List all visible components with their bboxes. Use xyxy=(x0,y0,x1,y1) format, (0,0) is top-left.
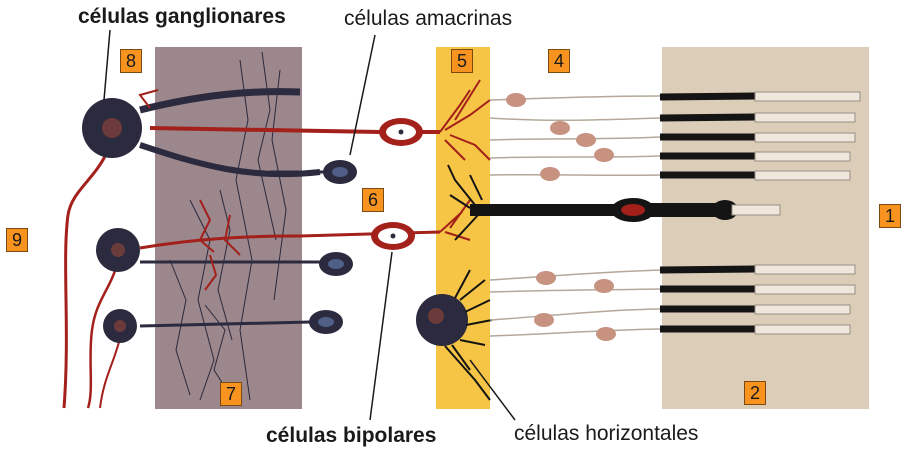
marker-9: 9 xyxy=(6,228,28,252)
rod-cells-lower xyxy=(489,264,856,341)
ganglion-axons xyxy=(62,149,123,409)
horizontal-cell xyxy=(416,269,493,401)
rod-cells-upper xyxy=(489,91,861,181)
amacrine-cell-1 xyxy=(379,79,491,161)
bipolar-cell-1 xyxy=(270,160,357,184)
label-bipolares: células bipolares xyxy=(266,424,437,447)
label-amacrinas: células amacrinas xyxy=(344,7,513,30)
marker-8: 8 xyxy=(120,49,142,73)
marker-4: 4 xyxy=(548,49,570,73)
inner-plexiform-band xyxy=(155,47,302,409)
marker-7: 7 xyxy=(220,382,242,406)
red-dendrites xyxy=(138,89,241,291)
leader-lines xyxy=(103,29,516,421)
marker-2: 2 xyxy=(744,381,766,405)
ganglion-cell-2 xyxy=(96,228,353,276)
cone-cell xyxy=(447,164,781,241)
amacrine-cell-2 xyxy=(299,199,471,250)
label-horizontales: células horizontales xyxy=(514,422,699,445)
marker-5: 5 xyxy=(451,49,473,73)
marker-1: 1 xyxy=(879,204,901,228)
label-ganglionares: células ganglionares xyxy=(78,5,286,28)
ganglion-cell-1 xyxy=(82,88,381,178)
marker-6: 6 xyxy=(362,188,384,212)
photoreceptor-band xyxy=(662,47,869,409)
ganglion-cell-3 xyxy=(103,309,343,343)
